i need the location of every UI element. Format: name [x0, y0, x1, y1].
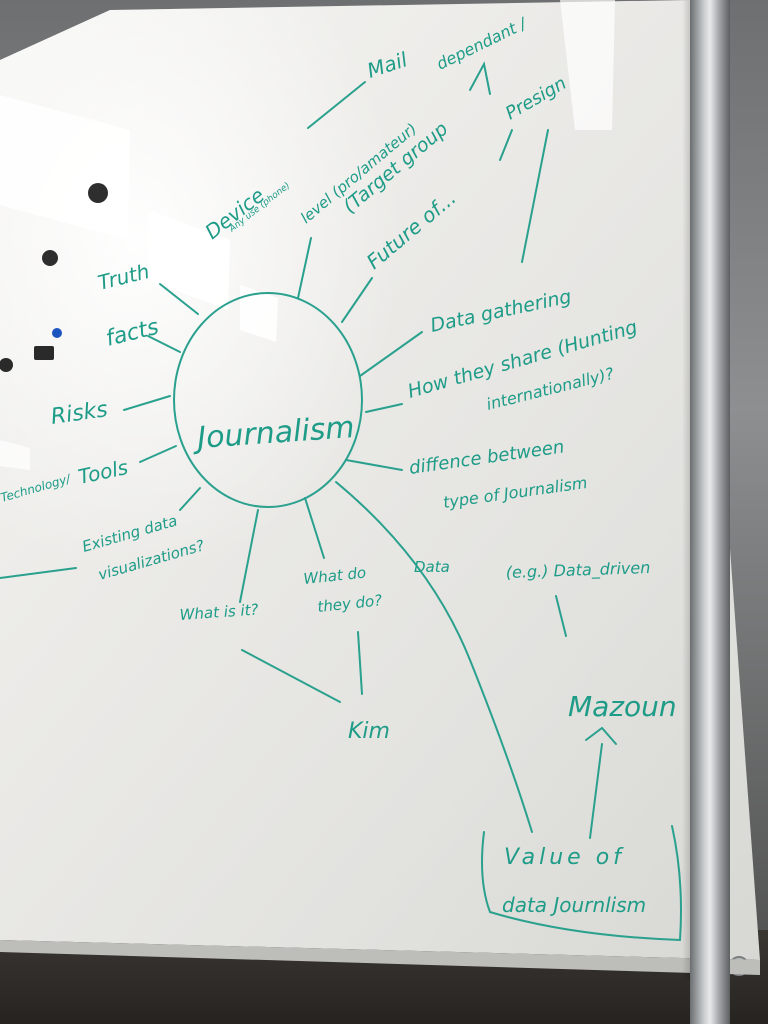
connector-line: [357, 631, 363, 695]
label-truth: Truth: [95, 259, 151, 295]
label-mail: Mail: [364, 47, 410, 83]
connector-line: [335, 481, 533, 833]
connector-line: [241, 649, 341, 703]
arrow-head: [585, 726, 617, 745]
label-risks: Risks: [49, 397, 109, 430]
connector-line: [159, 283, 199, 315]
label-data-gathering: Data gathering: [428, 286, 573, 337]
center-circle: [173, 292, 363, 508]
label-kim: Kim: [348, 719, 390, 744]
connector-line: [239, 509, 259, 603]
connector-line: [341, 277, 373, 323]
connector-line: [555, 595, 567, 637]
connector-line: [345, 459, 403, 471]
label-future: Future of...: [362, 186, 461, 274]
label-data-journlism: data Journlism: [502, 893, 646, 917]
label-technology: Technology/: [0, 471, 74, 505]
label-presign: Presign: [502, 73, 570, 124]
connector-line: [499, 129, 513, 161]
label-data-driven: (e.g.) Data_driven: [505, 558, 650, 583]
connector-line: [365, 403, 403, 413]
label-what-do: What do: [303, 564, 367, 588]
metal-pole: [690, 0, 730, 1024]
connector-line: [179, 487, 201, 511]
label-data: Data: [414, 558, 450, 576]
pole-shadow: [682, 0, 692, 980]
connector-line: [297, 237, 312, 299]
connector-line: [139, 445, 177, 463]
center-label: Journalism: [191, 410, 356, 456]
bracket: [671, 825, 682, 941]
label-tools: Tools: [76, 455, 130, 489]
connector-line: [359, 331, 423, 377]
connector-line: [304, 497, 325, 559]
bracket: [481, 831, 681, 941]
connector-line: [123, 395, 171, 411]
label-dependant: dependant /: [433, 13, 530, 73]
label-difference: diffence between: [408, 436, 566, 479]
connector-line: [589, 743, 603, 839]
label-what-is-it: What is it?: [179, 601, 259, 624]
label-they-do: they do?: [317, 591, 383, 616]
label-type-of-journalism: type of Journalism: [442, 473, 589, 512]
label-value-of: Value of: [504, 845, 625, 870]
arrow-head: [469, 61, 491, 95]
connector-line: [0, 567, 77, 579]
label-mazoun: Mazoun: [568, 690, 677, 723]
connector-line: [521, 129, 549, 263]
connector-line: [307, 81, 366, 129]
label-facts: facts: [103, 315, 161, 352]
connector-line: [147, 335, 181, 353]
